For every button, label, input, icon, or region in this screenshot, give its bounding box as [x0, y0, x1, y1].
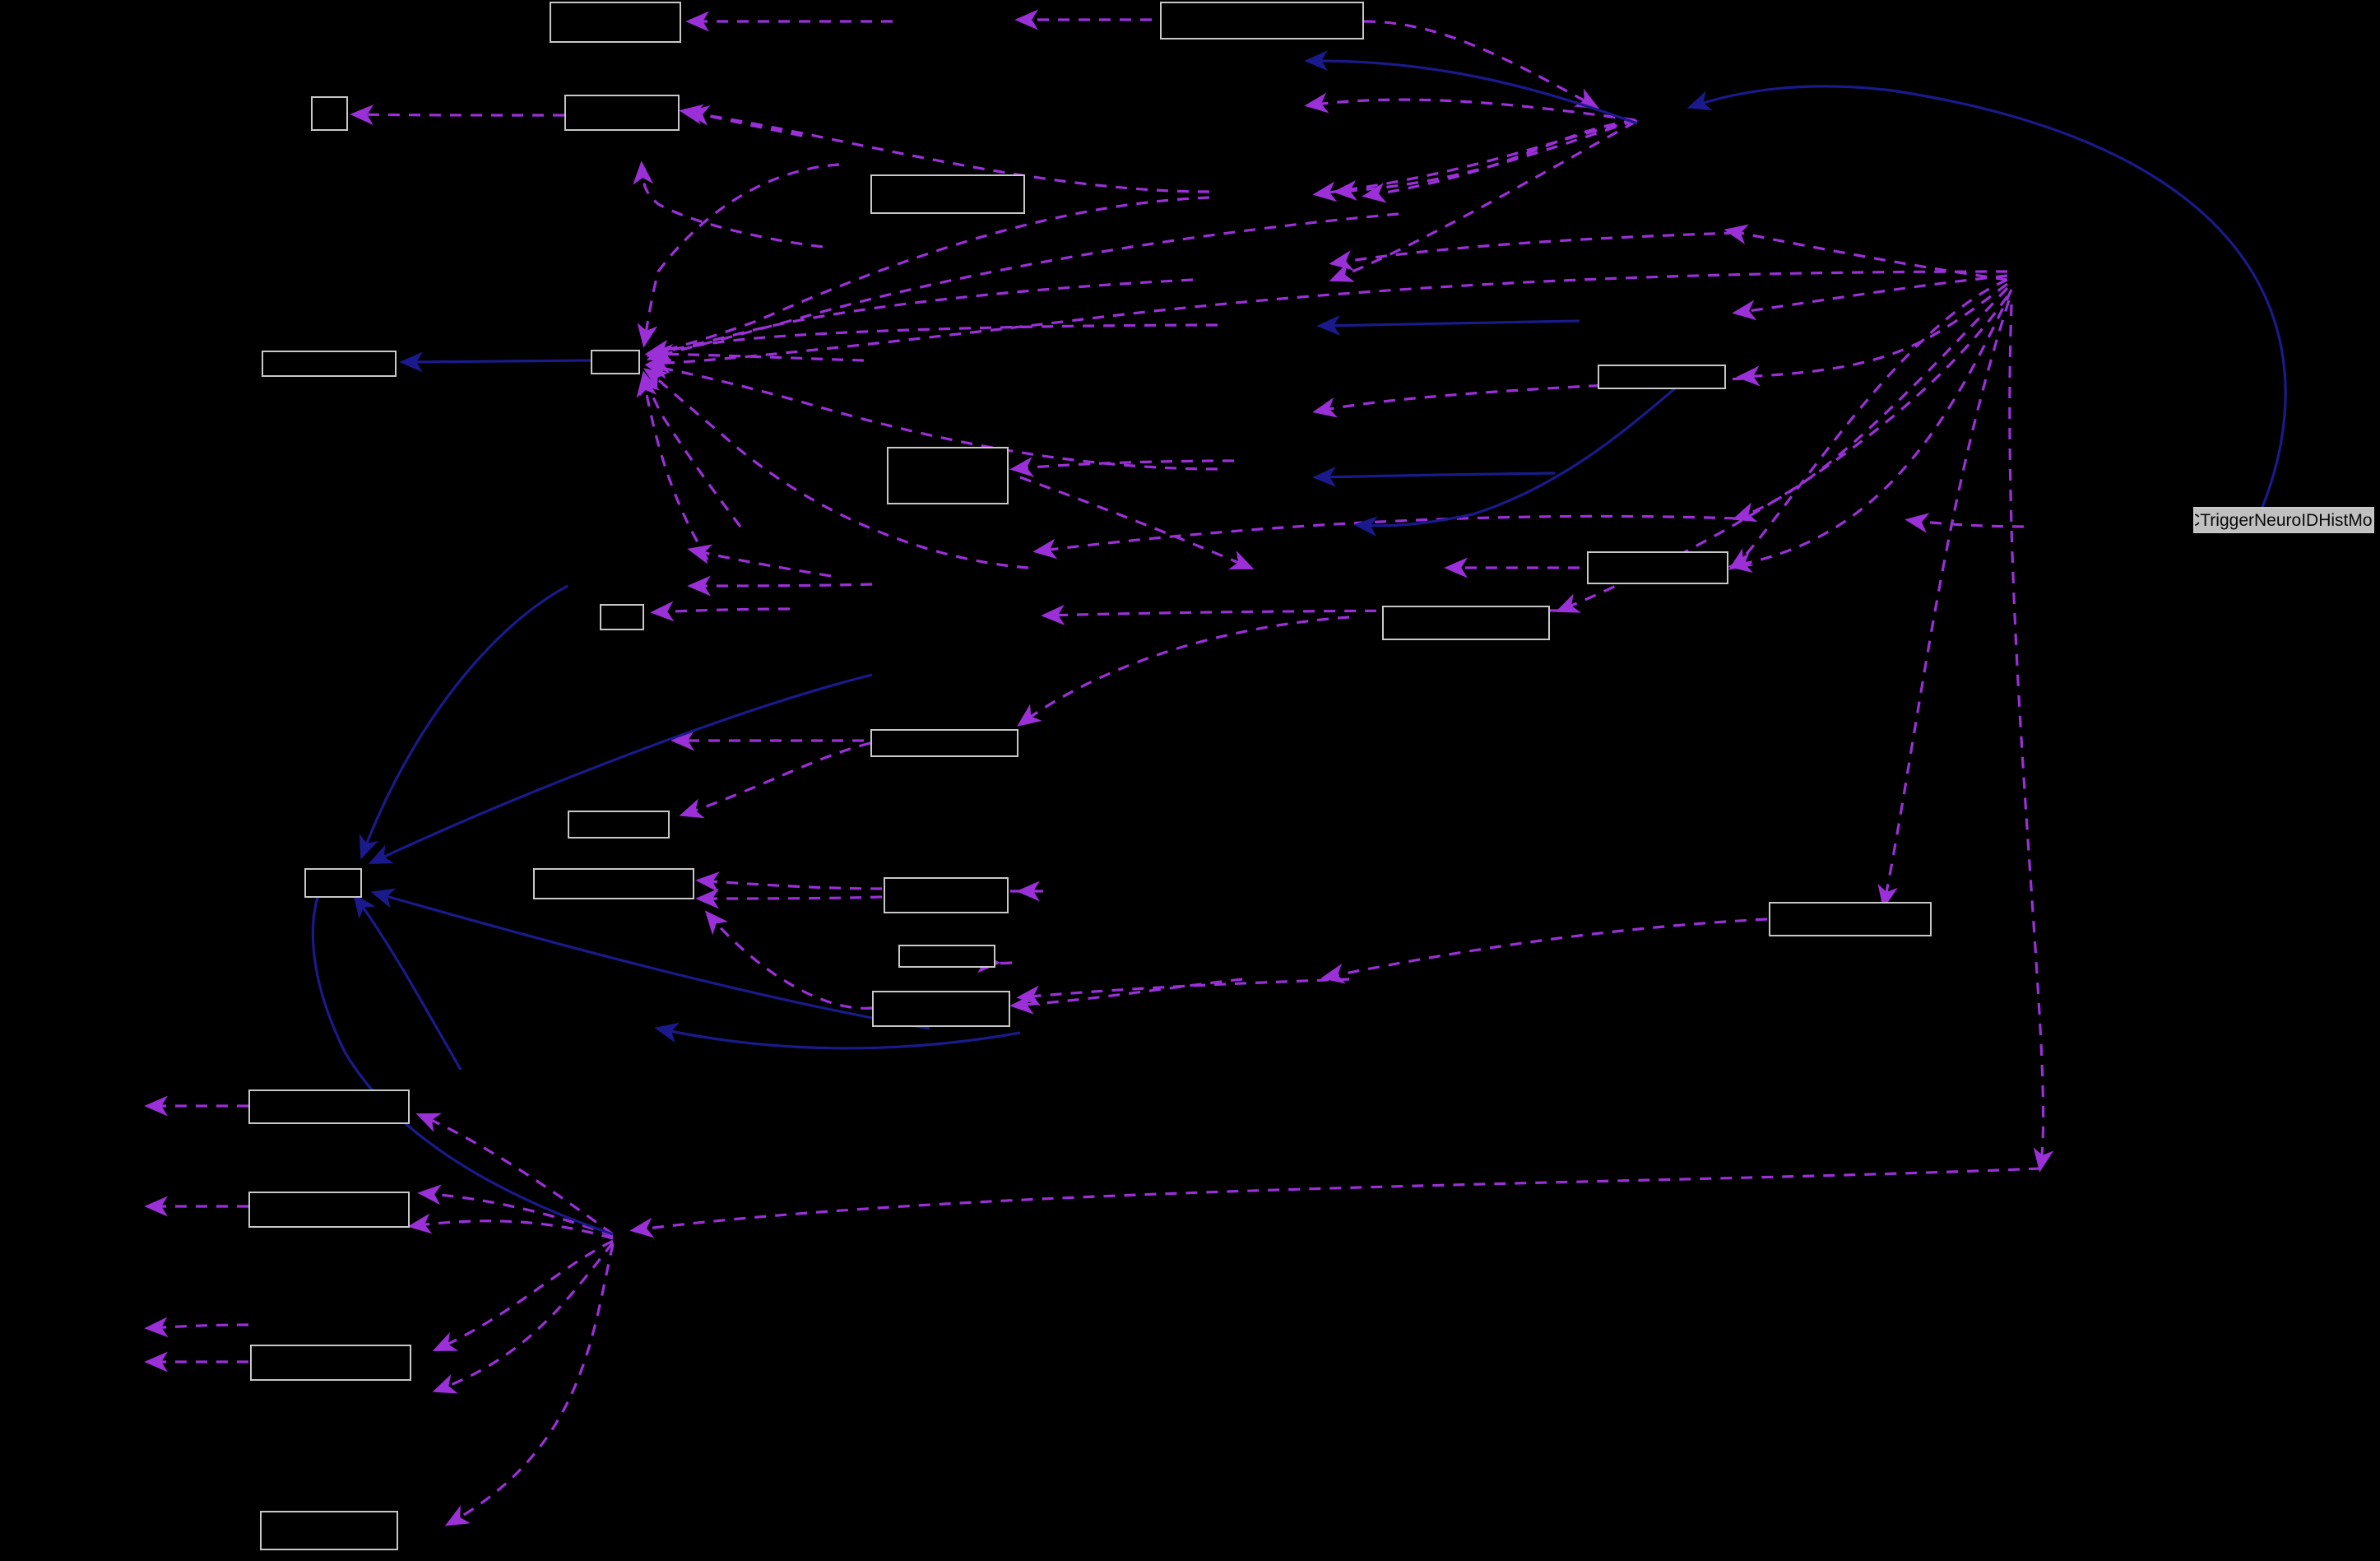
graph-node[interactable] — [872, 991, 1010, 1027]
graph-node[interactable] — [600, 604, 644, 630]
graph-node[interactable] — [533, 868, 694, 899]
graph-node[interactable] — [248, 1192, 410, 1228]
graph-node[interactable] — [564, 95, 680, 131]
graph-node[interactable] — [250, 1345, 411, 1381]
graph-node[interactable] — [248, 1089, 410, 1124]
graph-node[interactable] — [1598, 365, 1726, 389]
graph-node[interactable] — [1587, 551, 1728, 584]
graph-node[interactable] — [887, 447, 1009, 504]
graph-node[interactable] — [1769, 902, 1932, 936]
graph-node[interactable] — [884, 877, 1009, 913]
graph-node[interactable] — [260, 1511, 398, 1550]
graph-node[interactable] — [591, 350, 640, 374]
graph-node[interactable] — [870, 174, 1025, 214]
graph-node[interactable] — [568, 811, 670, 839]
graph-node[interactable] — [1160, 2, 1364, 39]
graph-node[interactable] — [262, 351, 397, 377]
graph-node[interactable] — [898, 945, 995, 968]
graph-node[interactable] — [311, 96, 348, 131]
graph-node[interactable] — [550, 2, 681, 43]
graph-node-label: CDCTriggerNeuroIDHistModule — [2195, 510, 2373, 530]
graph-node[interactable] — [304, 868, 362, 898]
graph-node[interactable] — [870, 729, 1018, 757]
focus-node[interactable]: CDCTriggerNeuroIDHistModule — [2193, 507, 2374, 533]
graph-node[interactable] — [1382, 606, 1550, 640]
